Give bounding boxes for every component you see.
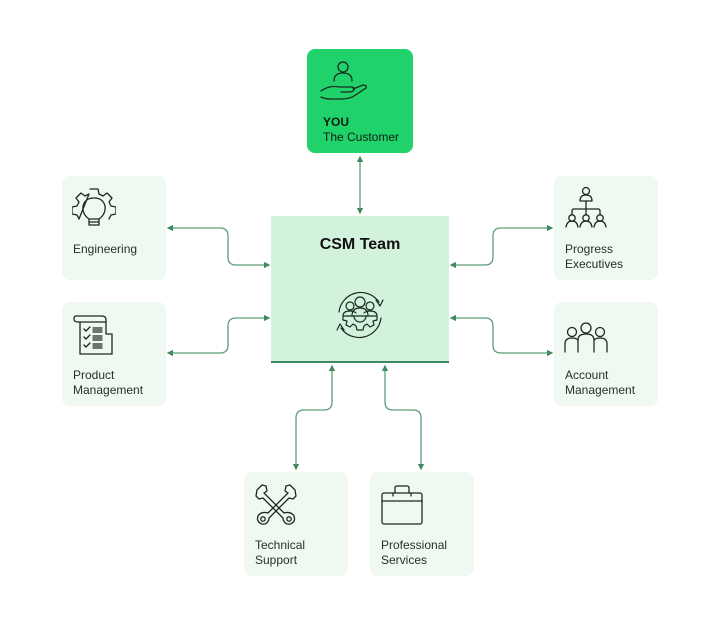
lightbulb-gear-icon bbox=[72, 188, 116, 226]
csm-team-box[interactable]: CSM Team bbox=[271, 216, 449, 363]
briefcase-icon bbox=[381, 485, 423, 525]
label-line: Services bbox=[381, 553, 428, 567]
node-professional-services[interactable]: Professional Services bbox=[370, 472, 474, 576]
node-engineering-label: Engineering bbox=[73, 242, 137, 257]
connector-engineering bbox=[166, 224, 271, 269]
node-account-management[interactable]: Account Management bbox=[554, 302, 658, 406]
node-progress-executives[interactable]: Progress Executives bbox=[554, 176, 658, 280]
node-progress-executives-label: Progress Executives bbox=[565, 242, 623, 272]
node-technical-support[interactable]: Technical Support bbox=[244, 472, 348, 576]
node-professional-services-label: Professional Services bbox=[381, 538, 447, 568]
label-line: Progress bbox=[565, 242, 614, 256]
team-gear-cycle-icon bbox=[336, 291, 384, 339]
label-line: Technical bbox=[255, 538, 306, 552]
connector-technical-support bbox=[292, 364, 336, 471]
node-technical-support-label: Technical Support bbox=[255, 538, 305, 568]
label-line: Product bbox=[73, 368, 115, 382]
label-line: Support bbox=[255, 553, 298, 567]
node-account-management-label: Account Management bbox=[565, 368, 635, 398]
customer-card[interactable]: YOU The Customer bbox=[307, 49, 413, 153]
crossed-wrenches-icon bbox=[255, 484, 297, 525]
node-engineering[interactable]: Engineering bbox=[62, 176, 166, 280]
label-line: Engineering bbox=[73, 242, 138, 256]
csm-team-title: CSM Team bbox=[319, 236, 401, 253]
connector-product-management bbox=[166, 314, 271, 357]
connector-professional-services bbox=[381, 364, 425, 471]
customer-title: YOU bbox=[323, 115, 350, 129]
people-group-icon bbox=[564, 322, 608, 353]
node-product-management[interactable]: Product Management bbox=[62, 302, 166, 406]
org-chart-icon bbox=[565, 186, 607, 228]
connector-account-management bbox=[449, 314, 554, 357]
label-line: Executives bbox=[565, 257, 624, 271]
hand-holding-person-icon bbox=[320, 61, 367, 100]
customer-label: YOU The Customer bbox=[323, 115, 399, 145]
label-line: Management bbox=[565, 383, 636, 397]
connector-progress-executives bbox=[449, 224, 554, 269]
label-line: Account bbox=[565, 368, 609, 382]
label-line: Professional bbox=[381, 538, 448, 552]
checklist-scroll-icon bbox=[73, 315, 113, 355]
customer-subtitle: The Customer bbox=[323, 130, 400, 144]
label-line: Management bbox=[73, 383, 144, 397]
node-product-management-label: Product Management bbox=[73, 368, 143, 398]
